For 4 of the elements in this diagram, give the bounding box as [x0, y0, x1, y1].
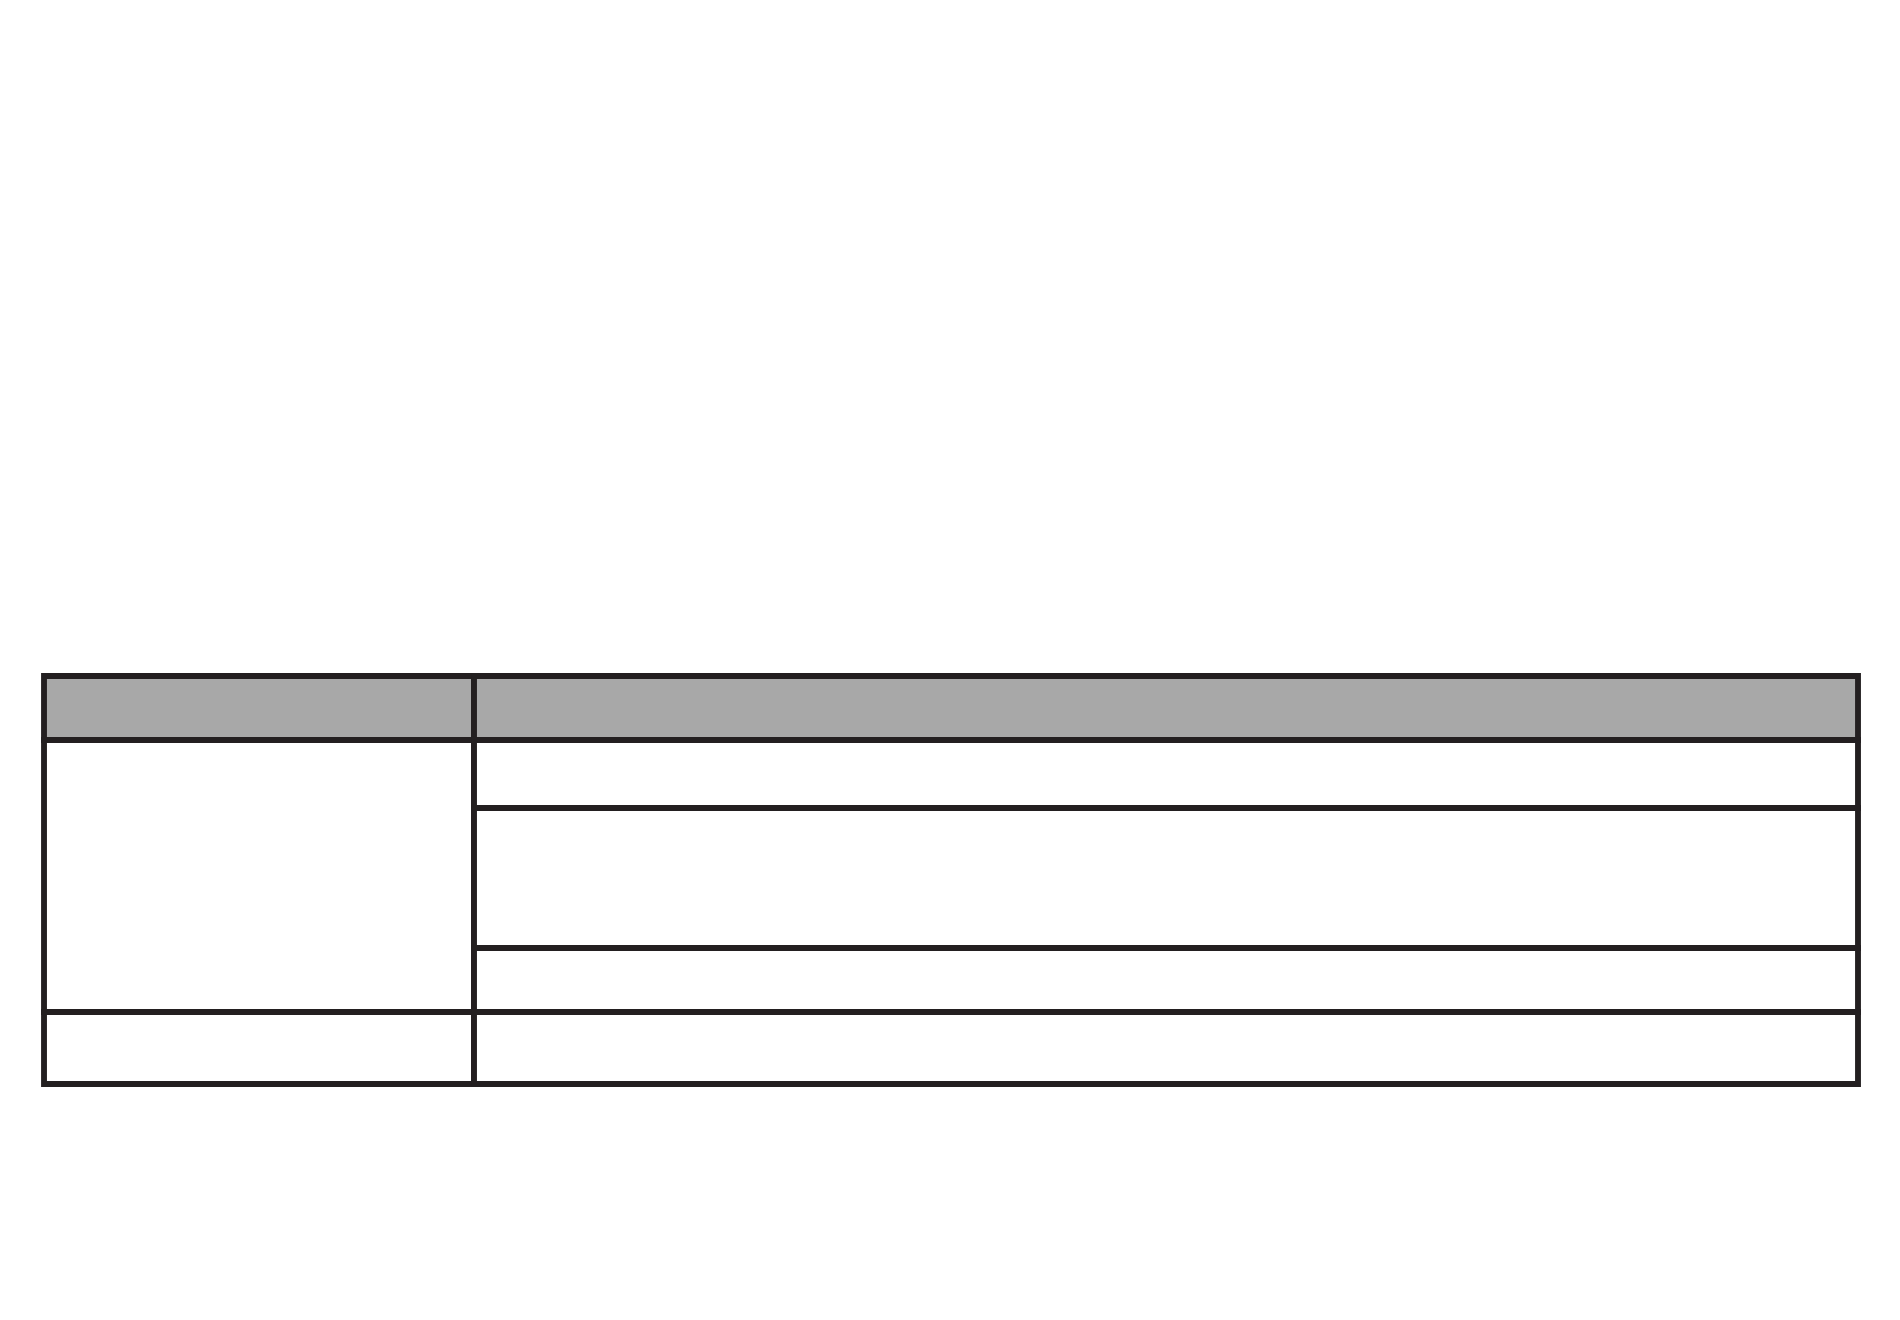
table-cell — [471, 737, 1861, 811]
table-cell — [471, 945, 1861, 1015]
table-cell — [41, 1009, 477, 1087]
table-header-cell — [41, 673, 477, 743]
